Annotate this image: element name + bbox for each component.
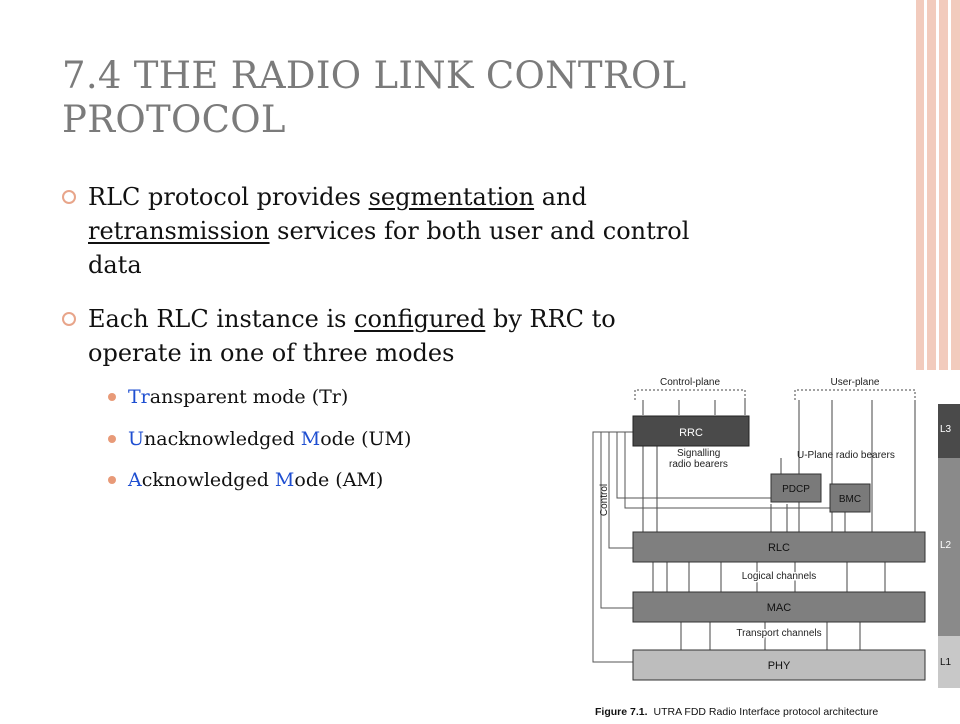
bullet-dot-icon	[108, 435, 116, 443]
underlined-term-segmentation: segmentation	[368, 183, 535, 211]
layer-l1-bar	[938, 636, 960, 688]
bullet-ring-icon	[62, 190, 76, 204]
mode-abbrev-highlight: Tr	[128, 386, 150, 408]
layer-l2-bar	[938, 458, 960, 636]
bullet-dot-icon	[108, 476, 116, 484]
caption-number: Figure 7.1.	[595, 706, 648, 718]
mode-abbrev-highlight: A	[128, 469, 142, 491]
rrc-block	[632, 415, 750, 447]
text-run: and	[534, 183, 587, 211]
caption-text: UTRA FDD Radio Interface protocol archit…	[654, 706, 879, 718]
text-run: by RRC to	[485, 305, 616, 333]
title-line-1: 7.4 THE RADIO LINK CONTROL	[62, 54, 687, 97]
mode-text: ansparent mode (Tr)	[149, 386, 349, 408]
mode-item-acknowledged: Acknowledged Mode (AM)	[108, 468, 383, 492]
bullet-ring-icon	[62, 312, 76, 326]
underlined-term-retransmission: retransmission	[88, 217, 270, 245]
uplane-bearers-label: U-Plane radio bearers	[797, 450, 895, 461]
rrc-label: RRC	[679, 427, 703, 439]
mode-text: ode (AM)	[294, 469, 384, 491]
text-run: data	[88, 251, 142, 279]
mac-block	[632, 591, 926, 623]
pdcp-label: PDCP	[782, 484, 810, 495]
rlc-label: RLC	[768, 542, 790, 554]
mode-text: ode (UM)	[320, 428, 412, 450]
stripe-divider	[924, 0, 927, 370]
mode-item-unacknowledged: Unacknowledged Mode (UM)	[108, 427, 411, 451]
layer-l3-label: L3	[940, 424, 952, 435]
text-run: services for both user and control	[269, 217, 690, 245]
phy-label: PHY	[768, 660, 791, 672]
mode-text: nacknowledged	[144, 428, 301, 450]
bullet-text: Each RLC instance is configured by RRC t…	[88, 302, 822, 370]
mode-item-transparent: Transparent mode (Tr)	[108, 385, 348, 409]
control-plane-bracket	[634, 389, 746, 400]
mode-abbrev-highlight: U	[128, 428, 145, 450]
bullet-dot-icon	[108, 393, 116, 401]
mac-label: MAC	[767, 602, 792, 614]
bmc-block	[829, 483, 871, 513]
text-run: Each RLC instance is	[88, 305, 355, 333]
slide-title: 7.4 THE RADIO LINK CONTROL PROTOCOL	[62, 54, 822, 142]
underlined-term-configured: configured	[354, 305, 486, 333]
layer-l1-label: L1	[940, 657, 952, 668]
text-run: RLC protocol provides	[88, 183, 369, 211]
bullet-rlc-services: RLC protocol provides segmentation and r…	[62, 180, 822, 282]
signalling-label-2: radio bearers	[669, 459, 728, 470]
layer-l3-bar	[938, 404, 960, 458]
mode-abbrev-highlight: M	[300, 428, 321, 450]
title-line-2: PROTOCOL	[62, 98, 286, 141]
mode-abbrev-highlight: M	[274, 469, 295, 491]
control-label: Control	[599, 484, 610, 516]
text-run: operate in one of three modes	[88, 339, 455, 367]
rlc-block	[632, 531, 926, 563]
control-plane-label: Control-plane	[660, 377, 720, 388]
user-plane-label: User-plane	[831, 377, 880, 388]
transport-channels-label: Transport channels	[736, 628, 821, 639]
stripe-divider	[936, 0, 939, 370]
logical-channels-label: Logical channels	[742, 571, 817, 582]
architecture-diagram: Control-plane User-plane	[592, 377, 960, 718]
phy-block	[632, 649, 926, 681]
signalling-label-1: Signalling	[677, 448, 720, 459]
bmc-label: BMC	[839, 494, 861, 505]
mode-text: cknowledged	[141, 469, 275, 491]
layer-l2-label: L2	[940, 540, 952, 551]
stripe-divider	[948, 0, 951, 370]
decorative-stripes	[916, 0, 960, 370]
bullet-rlc-modes: Each RLC instance is configured by RRC t…	[62, 302, 822, 370]
bullet-text: RLC protocol provides segmentation and r…	[88, 180, 822, 282]
protocol-architecture-figure: Control-plane User-plane	[585, 370, 960, 720]
user-plane-bracket	[794, 389, 916, 400]
pdcp-block	[770, 473, 822, 503]
figure-caption: Figure 7.1. UTRA FDD Radio Interface prot…	[595, 706, 878, 718]
